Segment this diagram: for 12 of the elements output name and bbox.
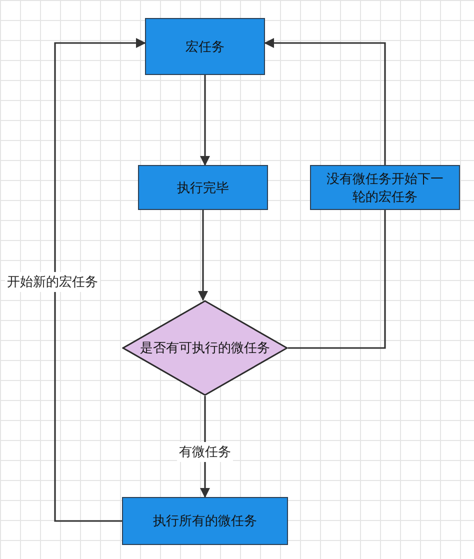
arrow — [54, 38, 146, 522]
edge-label: 开始新的宏任务 — [5, 272, 100, 292]
edge-label: 有微任务 — [177, 442, 233, 462]
decision-diamond: 是否有可执行的微任务 — [122, 300, 288, 396]
process-box: 宏任务 — [145, 18, 265, 75]
connector-line — [288, 210, 386, 349]
arrow — [200, 75, 210, 166]
process-box: 执行完毕 — [138, 165, 268, 210]
process-box: 执行所有的微任务 — [122, 497, 288, 545]
process-box: 没有微任务开始下一轮的宏任务 — [310, 165, 460, 210]
arrow — [264, 38, 386, 165]
arrow — [198, 210, 208, 301]
